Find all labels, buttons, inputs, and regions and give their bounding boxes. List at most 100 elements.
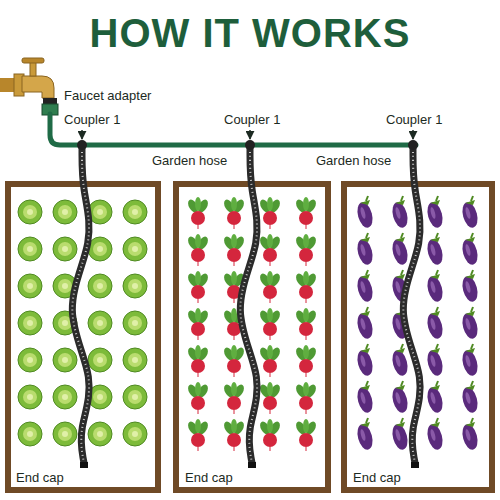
- cabbage: [18, 385, 42, 409]
- radish: [222, 345, 246, 377]
- radish: [222, 382, 246, 414]
- radish: [258, 382, 282, 414]
- radish: [294, 419, 318, 451]
- radish: [258, 271, 282, 303]
- radish: [294, 234, 318, 266]
- soaker-hoses: [72, 148, 420, 468]
- cabbage: [18, 237, 42, 261]
- radish: [186, 419, 210, 451]
- eggplant: [355, 233, 375, 266]
- radish: [294, 308, 318, 340]
- eggplant: [390, 196, 410, 229]
- eggplant: [425, 381, 445, 414]
- coupler-label: Coupler 1: [62, 112, 122, 127]
- cabbage: [88, 274, 112, 298]
- eggplant: [355, 307, 375, 340]
- eggplant: [355, 270, 375, 303]
- leader-arrow: [249, 130, 251, 139]
- radish: [222, 234, 246, 266]
- cabbage: [123, 348, 147, 372]
- cabbage: [123, 274, 147, 298]
- cabbage: [18, 311, 42, 335]
- leader-arrow: [81, 130, 83, 139]
- cabbage: [53, 237, 77, 261]
- cabbage: [53, 348, 77, 372]
- title: HOW IT WORKS: [0, 10, 500, 56]
- radish: [186, 271, 210, 303]
- radish: [186, 308, 210, 340]
- radish: [186, 234, 210, 266]
- radish: [294, 345, 318, 377]
- radish: [294, 271, 318, 303]
- leader-arrow: [412, 130, 414, 139]
- end-cap-label: End cap: [14, 470, 66, 485]
- cabbage: [18, 348, 42, 372]
- eggplant: [390, 381, 410, 414]
- cabbage: [123, 385, 147, 409]
- eggplant: [355, 418, 375, 451]
- radish: [258, 197, 282, 229]
- radish: [258, 419, 282, 451]
- soaker-hose: [403, 148, 420, 468]
- eggplant: [390, 344, 410, 377]
- cabbage: [18, 422, 42, 446]
- radish: [258, 345, 282, 377]
- eggplant: [460, 418, 480, 451]
- eggplant: [355, 381, 375, 414]
- eggplant: [390, 418, 410, 451]
- eggplant: [355, 344, 375, 377]
- cabbage: [53, 200, 77, 224]
- cabbage: [88, 348, 112, 372]
- eggplant: [460, 270, 480, 303]
- cabbage: [53, 385, 77, 409]
- radish: [258, 234, 282, 266]
- cabbage: [123, 237, 147, 261]
- soaker-hose: [72, 148, 89, 468]
- end-cap-label: End cap: [351, 470, 403, 485]
- hose-label: Garden hose: [150, 153, 229, 168]
- eggplant: [425, 270, 445, 303]
- eggplant: [425, 344, 445, 377]
- eggplant: [460, 307, 480, 340]
- eggplant: [425, 307, 445, 340]
- coupler: [245, 140, 255, 150]
- eggplant: [460, 196, 480, 229]
- eggplant: [425, 233, 445, 266]
- adapter-label: Faucet adapter: [62, 88, 153, 103]
- eggplant: [390, 233, 410, 266]
- cabbage: [18, 200, 42, 224]
- hose-label: Garden hose: [314, 153, 393, 168]
- cabbage: [123, 311, 147, 335]
- cabbage: [88, 311, 112, 335]
- radish: [186, 382, 210, 414]
- cabbage: [53, 422, 77, 446]
- cabbage: [18, 274, 42, 298]
- cabbage: [123, 422, 147, 446]
- end-cap: [80, 462, 88, 468]
- end-cap: [411, 462, 419, 468]
- end-cap: [248, 462, 256, 468]
- radish: [222, 197, 246, 229]
- faucet: [0, 58, 54, 98]
- eggplant: [425, 196, 445, 229]
- radish: [222, 419, 246, 451]
- soaker-hose: [240, 148, 257, 468]
- eggplant: [460, 233, 480, 266]
- eggplant: [425, 418, 445, 451]
- coupler-label: Coupler 1: [384, 112, 444, 127]
- cabbage: [123, 200, 147, 224]
- coupler: [408, 140, 418, 150]
- radish: [186, 197, 210, 229]
- eggplant: [460, 381, 480, 414]
- radish: [258, 308, 282, 340]
- coupler-label: Coupler 1: [222, 112, 282, 127]
- coupler: [77, 140, 87, 150]
- end-cap-label: End cap: [183, 470, 235, 485]
- eggplant: [460, 344, 480, 377]
- radish: [294, 197, 318, 229]
- cabbage: [88, 422, 112, 446]
- radish: [294, 382, 318, 414]
- eggplant: [355, 196, 375, 229]
